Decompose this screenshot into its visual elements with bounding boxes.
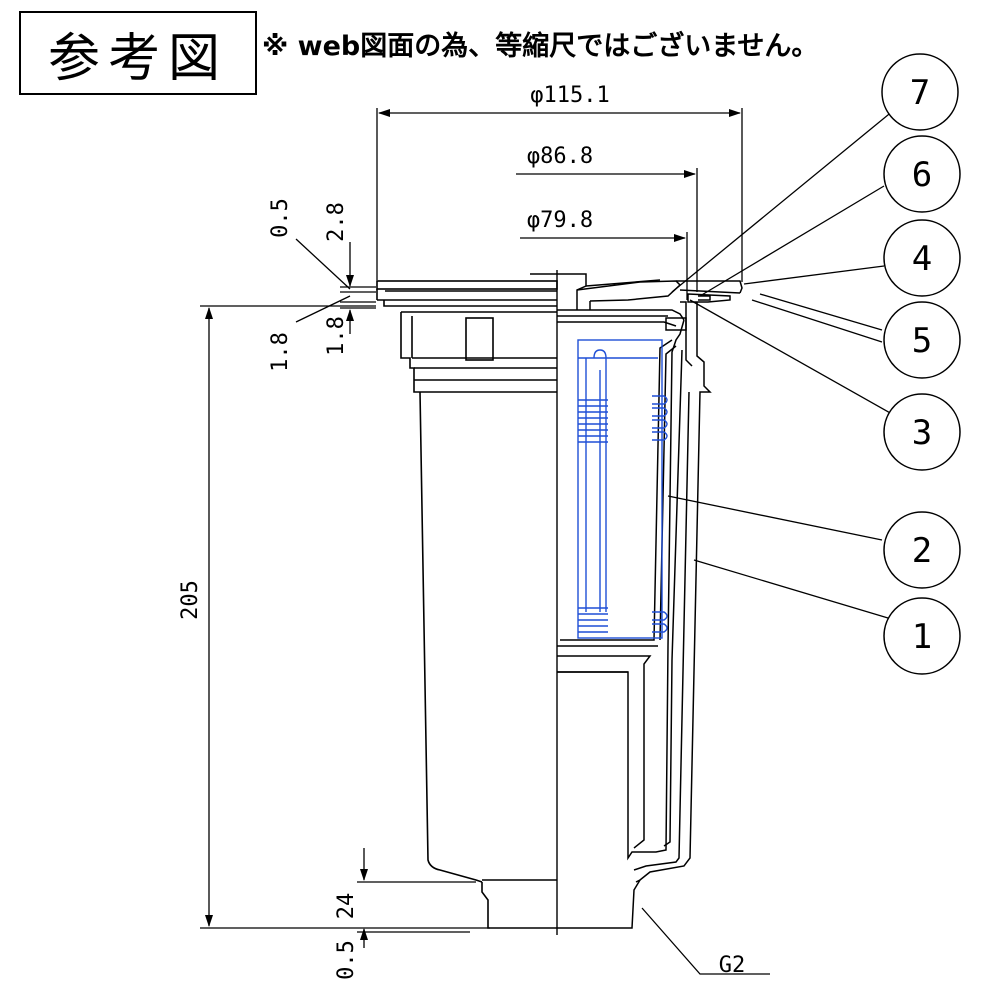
svg-text:2: 2 [912, 531, 932, 571]
callout-bubble-7: 7 [881, 53, 959, 131]
filter-ribs-lower-left [578, 607, 608, 633]
callout-bubble-1: 1 [883, 597, 961, 675]
dimension-mid-diameter: φ86.8 [527, 144, 593, 169]
svg-text:5: 5 [912, 321, 932, 361]
dimension-inner-diameter: φ79.8 [527, 208, 593, 233]
callout-bubble-2: 2 [883, 511, 961, 589]
filter-ribs-upper-left [578, 399, 608, 443]
callout-bubble-6: 6 [883, 135, 961, 213]
dimension-rim-right: 1.8 [324, 316, 349, 356]
dimension-flange-thickness: 2.8 [324, 202, 349, 242]
svg-text:4: 4 [912, 239, 932, 279]
callout-bubble-3: 3 [883, 393, 961, 471]
dimension-rim-left: 1.8 [268, 332, 293, 372]
mesh-filter [577, 339, 668, 639]
callout-leaders [641, 109, 895, 975]
dimension-bottom-gap: 0.5 [334, 940, 359, 980]
reference-drawing-title: 参考図 [19, 11, 257, 95]
svg-text:6: 6 [912, 155, 932, 195]
dimension-lines [200, 108, 743, 948]
dimension-outer-diameter: φ115.1 [530, 83, 609, 108]
svg-text:7: 7 [910, 73, 930, 113]
callout-bubble-4: 4 [883, 219, 961, 297]
svg-text:3: 3 [912, 413, 932, 453]
scale-disclaimer-note: ※ web図面の為、等縮尺ではございません。 [262, 31, 819, 62]
svg-text:1: 1 [912, 617, 932, 657]
trap-body-exterior [376, 280, 558, 929]
callout-bubble-5: 5 [883, 301, 961, 379]
dimension-height: 205 [178, 580, 203, 620]
dimension-thread-length: 24 [334, 893, 359, 920]
dimension-flange-gap-top: 0.5 [268, 198, 293, 238]
trap-body-section [530, 273, 743, 929]
